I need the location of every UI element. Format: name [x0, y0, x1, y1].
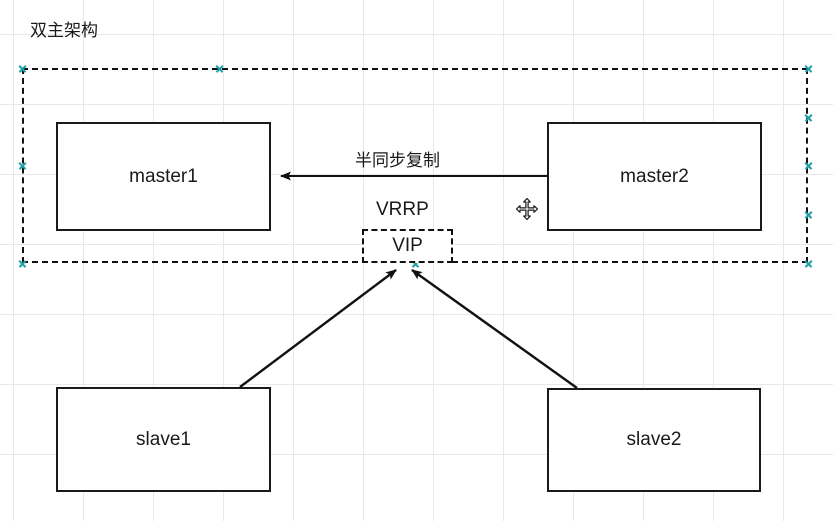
node-vip-label: VIP: [392, 235, 423, 256]
node-slave2-label: slave2: [626, 429, 682, 450]
move-cursor-icon: [515, 197, 539, 221]
edge-label-semi-sync-replication: 半同步复制: [355, 151, 440, 170]
selection-handle-n[interactable]: [215, 64, 224, 73]
selection-handle-w[interactable]: [18, 161, 27, 170]
node-slave1-label: slave1: [136, 428, 191, 450]
edge-label-vrrp: VRRP: [376, 199, 429, 220]
node-master1[interactable]: master1: [56, 122, 271, 231]
selection-handle-nw[interactable]: [18, 64, 27, 73]
edge-slave2-to-vip: [411, 269, 578, 389]
node-master2-label: master2: [620, 165, 689, 187]
selection-handle-ne[interactable]: [804, 64, 813, 73]
selection-handle-e3[interactable]: [804, 210, 813, 219]
selection-handle-e1[interactable]: [804, 113, 813, 122]
node-slave1[interactable]: slave1: [56, 387, 271, 492]
edge-slave1-to-vip: [239, 269, 397, 388]
page-title: 双主架构: [30, 21, 98, 40]
selection-handle-sw[interactable]: [18, 259, 27, 268]
node-vip[interactable]: VIP: [362, 229, 453, 263]
selection-handle-se[interactable]: [804, 259, 813, 268]
node-master1-label: master1: [129, 165, 198, 187]
selection-handle-e2[interactable]: [804, 161, 813, 170]
node-master2[interactable]: master2: [547, 122, 762, 231]
node-slave2[interactable]: slave2: [547, 388, 761, 492]
